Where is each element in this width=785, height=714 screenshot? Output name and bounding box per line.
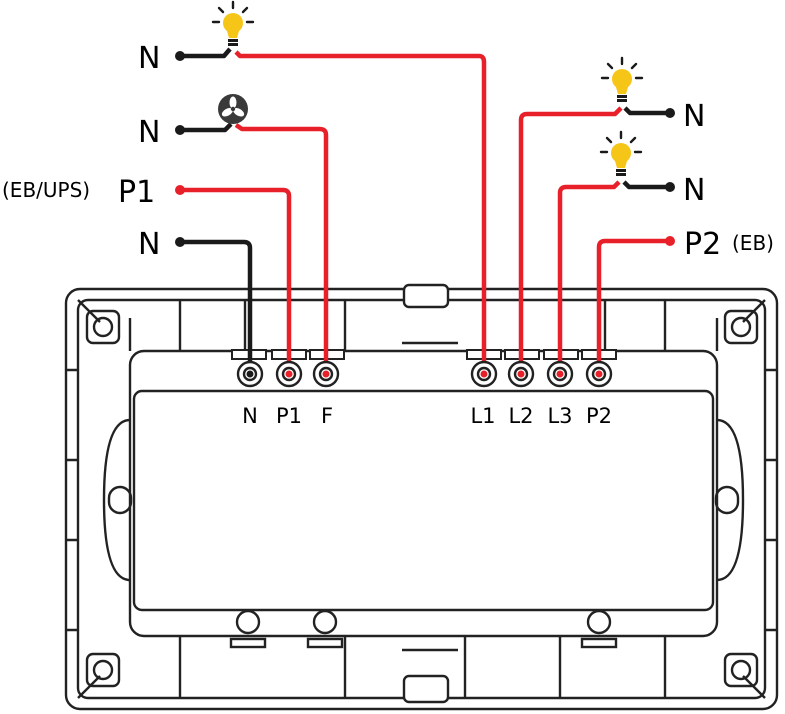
label-lamp3-neutral: N xyxy=(683,173,705,208)
terminal-label-L2: L2 xyxy=(508,404,533,428)
bulb-icon xyxy=(600,56,644,102)
label-fan-neutral: N xyxy=(138,115,160,150)
switch-box xyxy=(64,283,779,711)
terminal-label-F: F xyxy=(321,404,333,428)
fan-icon xyxy=(218,94,248,124)
terminal-screws xyxy=(236,360,613,388)
corner-screw xyxy=(723,309,759,345)
terminal-screw-N xyxy=(236,360,264,388)
wire-lamp3-neutral xyxy=(622,180,670,190)
bulb-icon xyxy=(599,130,643,176)
wire-P1 xyxy=(180,187,292,374)
wire-end-dots xyxy=(175,51,675,247)
label-neutral: N xyxy=(138,227,160,262)
terminal-label-N: N xyxy=(242,404,258,428)
corner-screw xyxy=(85,652,121,688)
wire-lamp1-to-L1 xyxy=(234,50,487,374)
terminal-label-L1: L1 xyxy=(470,404,495,428)
wire-P2 xyxy=(596,238,670,374)
mounting-hole xyxy=(580,609,618,649)
label-lamp2-neutral: N xyxy=(683,99,705,134)
corner-screw xyxy=(85,309,121,345)
terminal-label-P1: P1 xyxy=(276,404,302,428)
terminal-label-L3: L3 xyxy=(547,404,572,428)
bulb-icon xyxy=(211,0,255,46)
wire-fan-neutral xyxy=(180,122,233,133)
label-p2: P2 xyxy=(684,227,721,262)
wire-lamp1-neutral xyxy=(180,47,232,59)
terminal-labels: N P1 F L1 L2 L3 P2 xyxy=(242,404,612,428)
label-p1: P1 xyxy=(118,175,155,210)
label-p2-source: (EB) xyxy=(732,231,774,255)
label-lamp-neutral: N xyxy=(138,41,160,76)
wire-fan-to-F xyxy=(234,123,329,374)
mounting-hole xyxy=(306,609,344,649)
corner-screw xyxy=(723,652,759,688)
wire-lamp3-to-L3 xyxy=(557,180,621,374)
terminal-label-P2: P2 xyxy=(586,404,612,428)
wire-lamp2-to-L2 xyxy=(518,106,623,374)
label-p1-source: (EB/UPS) xyxy=(2,178,90,202)
wire-lamp2-neutral xyxy=(623,106,670,116)
mounting-hole xyxy=(229,609,267,649)
terminal-screw-L3 xyxy=(546,360,574,388)
wire-N xyxy=(180,239,253,374)
